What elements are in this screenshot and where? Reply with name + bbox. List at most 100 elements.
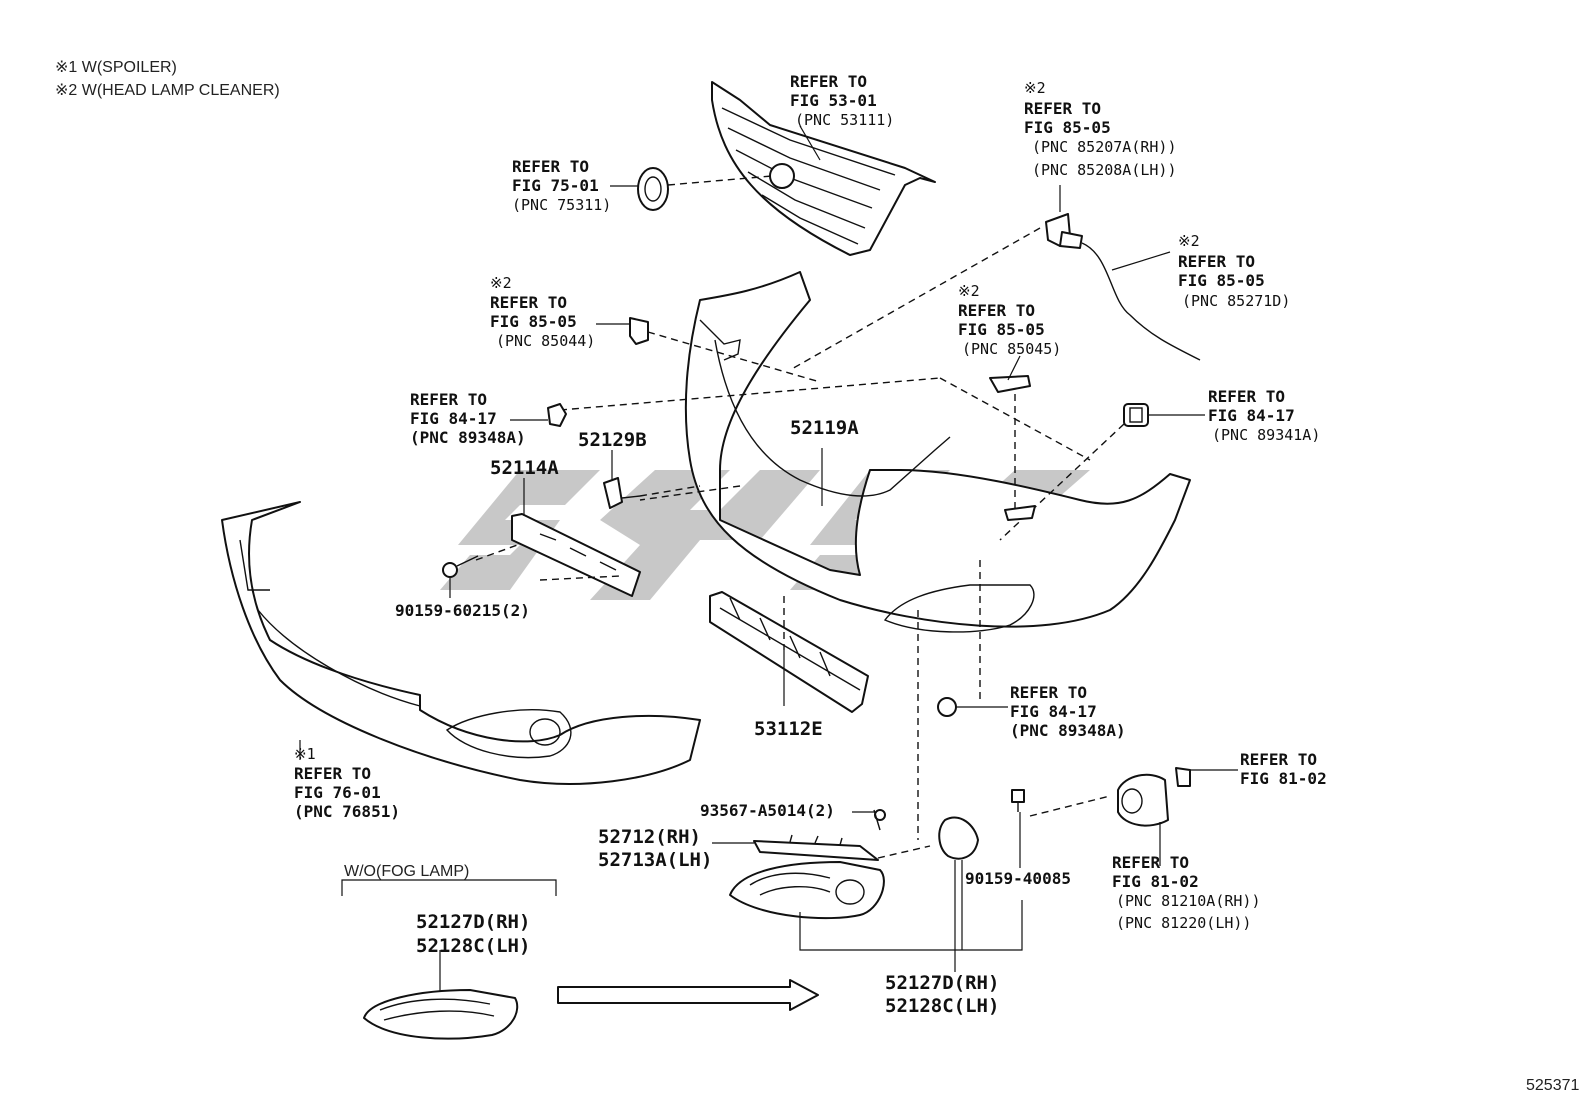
callout-grille: REFER TO FIG 53-01 (PNC 53111) bbox=[790, 72, 894, 129]
plate-cover bbox=[603, 477, 641, 509]
callout-bracket-85045-line-2: REFER TO bbox=[958, 301, 1035, 320]
bracket-slot bbox=[1004, 505, 1036, 521]
callout-fog-lamp-line-3: (PNC 81210A(RH)) bbox=[1116, 892, 1261, 910]
washer-nozzle bbox=[1045, 213, 1083, 249]
diagram-id: 525371 bbox=[1526, 1077, 1579, 1094]
part-label-clip: 93567-A5014(2) bbox=[700, 801, 835, 820]
callout-sensor-right-line-2: FIG 84-17 bbox=[1208, 406, 1295, 425]
callout-sensor-lower-line-2: FIG 84-17 bbox=[1010, 702, 1097, 721]
callout-spoiler: ※1 REFER TO FIG 76-01 (PNC 76851) bbox=[294, 745, 400, 821]
callout-washer-nozzle-line-4: (PNC 85207A(RH)) bbox=[1032, 138, 1177, 156]
callout-washer-hose-line-1: ※2 bbox=[1178, 232, 1200, 250]
variant-title: W/O(FOG LAMP) bbox=[344, 863, 469, 880]
bracket-85045 bbox=[989, 375, 1031, 393]
part-label-moulding-rh: 52712(RH) bbox=[598, 826, 701, 848]
callout-spoiler-line-4: (PNC 76851) bbox=[294, 802, 400, 821]
note-spoiler: ※1 W(SPOILER) bbox=[55, 59, 177, 76]
note-head-lamp-cleaner: ※2 W(HEAD LAMP CLEANER) bbox=[55, 82, 280, 99]
callout-bracket-85045-line-3: FIG 85-05 bbox=[958, 320, 1045, 339]
callout-emblem-line-3: (PNC 75311) bbox=[512, 196, 611, 214]
callout-fog-lamp-line-1: REFER TO bbox=[1112, 853, 1189, 872]
callout-sensor-clip-left-line-3: (PNC 89348A) bbox=[410, 428, 526, 447]
callout-bracket-85044-line-4: (PNC 85044) bbox=[496, 332, 595, 350]
callout-sensor-lower-line-3: (PNC 89348A) bbox=[1010, 721, 1126, 740]
upper-grille bbox=[711, 81, 936, 256]
callout-sensor-clip-left-line-1: REFER TO bbox=[410, 390, 487, 409]
callout-fog-lamp: REFER TO FIG 81-02 (PNC 81210A(RH)) (PNC… bbox=[1112, 853, 1261, 932]
callout-sensor-lower-line-1: REFER TO bbox=[1010, 683, 1087, 702]
arrow-right bbox=[557, 979, 819, 1011]
callout-washer-hose-line-3: FIG 85-05 bbox=[1178, 271, 1265, 290]
bumper-cover bbox=[684, 271, 1191, 633]
sensor-clip-left bbox=[547, 403, 567, 427]
callout-washer-nozzle-line-1: ※2 bbox=[1024, 79, 1046, 97]
screw-40085 bbox=[1011, 789, 1025, 812]
callout-bracket-85045-line-4: (PNC 85045) bbox=[962, 340, 1061, 358]
callout-fog-lamp-line-2: FIG 81-02 bbox=[1112, 872, 1199, 891]
fog-cover bbox=[729, 861, 885, 920]
part-label-fog-cover-lh: 52128C(LH) bbox=[885, 995, 999, 1017]
spoiler bbox=[221, 501, 701, 785]
callout-bracket-85045: ※2 REFER TO FIG 85-05 (PNC 85045) bbox=[958, 282, 1061, 358]
part-label-plate-cover: 52129B bbox=[578, 429, 647, 451]
callout-washer-nozzle-line-2: REFER TO bbox=[1024, 99, 1101, 118]
callout-sensor-right: REFER TO FIG 84-17 (PNC 89341A) bbox=[1208, 387, 1320, 444]
variant-box bbox=[341, 879, 557, 896]
group-bracket bbox=[799, 860, 1023, 951]
variant-fog-cover bbox=[363, 989, 519, 1040]
callout-washer-hose-line-2: REFER TO bbox=[1178, 252, 1255, 271]
callout-emblem-line-2: FIG 75-01 bbox=[512, 176, 599, 195]
callout-washer-nozzle-line-5: (PNC 85208A(LH)) bbox=[1032, 161, 1177, 179]
moulding bbox=[753, 834, 879, 861]
callout-sensor-lower: REFER TO FIG 84-17 (PNC 89348A) bbox=[1010, 683, 1126, 740]
part-label-screw-60215: 90159-60215(2) bbox=[395, 601, 530, 620]
sensor-right bbox=[1123, 403, 1149, 427]
callout-bracket-85044: ※2 REFER TO FIG 85-05 (PNC 85044) bbox=[490, 274, 595, 350]
callout-fog-bulb-line-1: REFER TO bbox=[1240, 750, 1317, 769]
screw-60215 bbox=[442, 555, 479, 578]
callout-bracket-85044-line-1: ※2 bbox=[490, 274, 512, 292]
callout-bracket-85044-line-3: FIG 85-05 bbox=[490, 312, 577, 331]
fog-bulb bbox=[1175, 767, 1191, 787]
clip-93567 bbox=[873, 809, 886, 831]
callout-sensor-right-line-3: (PNC 89341A) bbox=[1212, 426, 1320, 444]
callout-fog-bulb-line-2: FIG 81-02 bbox=[1240, 769, 1327, 788]
callout-washer-nozzle: ※2 REFER TO FIG 85-05 (PNC 85207A(RH)) (… bbox=[1024, 79, 1177, 179]
callout-sensor-clip-left-line-2: FIG 84-17 bbox=[410, 409, 497, 428]
part-label-lower-grille: 53112E bbox=[754, 718, 823, 740]
callout-spoiler-line-2: REFER TO bbox=[294, 764, 371, 783]
callout-spoiler-line-1: ※1 bbox=[294, 745, 316, 763]
emblem bbox=[637, 167, 669, 211]
callout-grille-line-2: FIG 53-01 bbox=[790, 91, 877, 110]
callout-sensor-right-line-1: REFER TO bbox=[1208, 387, 1285, 406]
callout-sensor-clip-left: REFER TO FIG 84-17 (PNC 89348A) bbox=[410, 390, 526, 447]
plate-bracket bbox=[511, 513, 641, 597]
callout-spoiler-line-3: FIG 76-01 bbox=[294, 783, 381, 802]
variant-label-lh: 52128C(LH) bbox=[416, 935, 530, 957]
part-label-bumper-cover: 52119A bbox=[790, 417, 859, 439]
callout-emblem: REFER TO FIG 75-01 (PNC 75311) bbox=[512, 157, 611, 214]
callout-grille-line-3: (PNC 53111) bbox=[795, 111, 894, 129]
part-label-moulding-lh: 52713A(LH) bbox=[598, 849, 712, 871]
part-label-fog-cover-rh: 52127D(RH) bbox=[885, 972, 999, 994]
sensor-lower bbox=[937, 697, 957, 717]
callout-washer-hose-line-4: (PNC 85271D) bbox=[1182, 292, 1290, 310]
fog-bulb-socket bbox=[938, 816, 979, 860]
fog-lamp bbox=[1117, 773, 1169, 827]
part-label-screw-40085: 90159-40085 bbox=[965, 869, 1071, 888]
variant-label-rh: 52127D(RH) bbox=[416, 911, 530, 933]
callout-grille-line-1: REFER TO bbox=[790, 72, 867, 91]
callout-fog-lamp-line-4: (PNC 81220(LH)) bbox=[1116, 914, 1251, 932]
callout-bracket-85045-line-1: ※2 bbox=[958, 282, 980, 300]
callout-emblem-line-1: REFER TO bbox=[512, 157, 589, 176]
callout-bracket-85044-line-2: REFER TO bbox=[490, 293, 567, 312]
callout-fog-bulb: REFER TO FIG 81-02 bbox=[1240, 750, 1327, 788]
part-label-plate-bracket: 52114A bbox=[490, 457, 559, 479]
callout-washer-nozzle-line-3: FIG 85-05 bbox=[1024, 118, 1111, 137]
bracket-85044 bbox=[629, 317, 649, 345]
callout-washer-hose: ※2 REFER TO FIG 85-05 (PNC 85271D) bbox=[1178, 232, 1290, 310]
washer-hose bbox=[1081, 242, 1201, 361]
lower-grille bbox=[709, 591, 869, 713]
